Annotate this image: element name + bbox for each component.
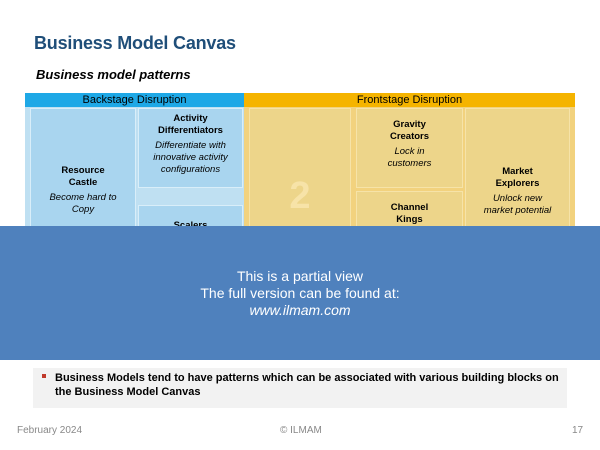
channel-kings-block: Channel Kings [356,191,463,227]
slide-title: Business Model Canvas [34,33,236,53]
gravity-creators-title-2: Creators [389,131,430,142]
channel-kings-title-2: Kings [396,214,423,225]
bullet-icon [42,374,46,378]
activity-differentiators-desc-1: Differentiate with [155,140,226,151]
partial-view-line-2: The full version can be found at: [200,284,400,301]
gravity-creators-desc-2: customers [387,158,432,169]
market-explorers-title-1: Market [502,166,533,177]
resource-castle-desc-1: Become hard to [49,192,117,203]
scalers-title: Scalers [174,220,208,232]
resource-castle-block: Resource Castle Become hard to Copy [30,108,136,227]
gravity-creators-block: Gravity Creators Lock in customers [356,108,463,188]
center-number: 2 [289,175,311,217]
gravity-creators-desc-1: Lock in [394,146,425,157]
resource-castle-desc-2: Copy [71,204,95,215]
channel-kings-title-1: Channel [390,202,429,213]
activity-differentiators-desc-2: innovative activity [153,152,228,163]
market-explorers-title-2: Explorers [495,178,540,189]
activity-differentiators-desc-3: configurations [160,164,221,175]
gravity-creators-title-1: Gravity [393,119,426,130]
partial-view-url[interactable]: www.ilmam.com [249,301,351,318]
note-text: Business Models tend to have patterns wh… [55,372,559,398]
market-explorers-block: Market Explorers Unlock new market poten… [465,108,570,227]
page-number: 17 [572,425,584,436]
activity-differentiators-title-1: Activity [173,113,208,124]
footer-copyright: © ILMAM [280,425,322,436]
slide-subtitle: Business model patterns [36,67,191,82]
scalers-block: Scalers [138,205,243,231]
frontstage-disruption-header: Frontstage Disruption [244,93,575,107]
market-explorers-desc-1: Unlock new [492,193,543,204]
backstage-disruption-header: Backstage Disruption [25,93,244,107]
partial-view-banner: This is a partial view The full version … [0,226,600,360]
market-explorers-desc-2: market potential [483,205,552,216]
activity-differentiators-block: Activity Differentiators Differentiate w… [138,108,243,188]
resource-castle-title-2: Castle [68,177,98,188]
partial-view-line-1: This is a partial view [236,267,364,284]
resource-castle-title-1: Resource [61,165,105,176]
activity-differentiators-title-2: Differentiators [158,125,223,136]
footer-date: February 2024 [17,425,83,436]
note-box: Business Models tend to have patterns wh… [33,368,567,408]
